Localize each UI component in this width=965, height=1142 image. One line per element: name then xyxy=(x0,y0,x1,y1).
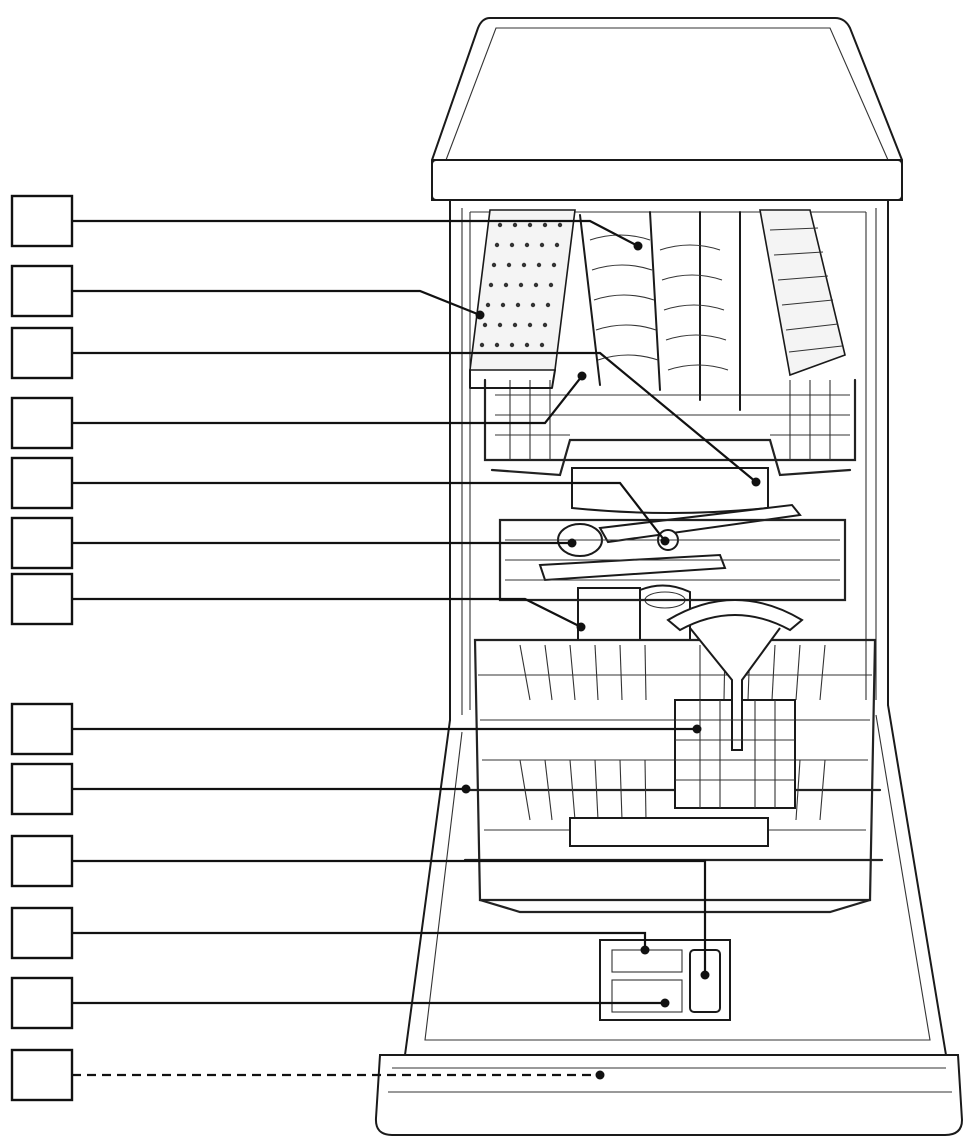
detergent-dispenser xyxy=(599,939,731,1021)
leader-line-2 xyxy=(72,289,481,317)
callout-box-2 xyxy=(10,264,74,318)
callout-box-6 xyxy=(10,516,74,570)
callout-box-7 xyxy=(10,572,74,626)
cup-shelf xyxy=(759,209,846,377)
leader-line-7 xyxy=(72,597,582,628)
upper-basket xyxy=(483,378,857,477)
leader-dot-8 xyxy=(692,724,702,734)
leader-dot-1 xyxy=(633,241,643,251)
cabinet xyxy=(449,199,889,721)
callout-box-3 xyxy=(10,326,74,380)
lower-basket xyxy=(463,638,884,914)
callout-box-11 xyxy=(10,906,74,960)
leader-dot-11 xyxy=(640,945,650,955)
leader-dot-10 xyxy=(700,970,710,980)
callout-box-12 xyxy=(10,976,74,1030)
leader-dot-12 xyxy=(660,998,670,1008)
leader-line-5 xyxy=(72,481,666,542)
leader-dot-6 xyxy=(567,538,577,548)
spray-arm-lower xyxy=(569,817,769,847)
leader-lines xyxy=(72,219,757,1077)
callout-box-1 xyxy=(10,194,74,248)
middle-rack xyxy=(498,518,847,602)
door xyxy=(374,704,964,1136)
upper-rack-tines xyxy=(579,211,741,411)
callout-box-8 xyxy=(10,702,74,756)
callout-box-4 xyxy=(10,396,74,450)
leader-dot-5 xyxy=(660,536,670,546)
leader-line-11 xyxy=(72,931,647,950)
leader-line-3 xyxy=(72,351,757,483)
leader-dot-2 xyxy=(475,310,485,320)
callout-box-5 xyxy=(10,456,74,510)
upper-spray-arm-housing xyxy=(571,467,769,514)
leader-line-10 xyxy=(72,859,707,975)
leader-dot-4 xyxy=(577,371,587,381)
leader-line-1 xyxy=(72,219,639,247)
leader-dot-3 xyxy=(751,477,761,487)
dishwasher-illustration xyxy=(374,17,964,1136)
worktop xyxy=(431,17,903,201)
leader-dot-9 xyxy=(461,784,471,794)
callout-box-13 xyxy=(10,1048,74,1102)
cutlery-tray xyxy=(469,209,576,389)
callout-boxes xyxy=(10,194,74,1102)
leader-dots xyxy=(461,241,761,1080)
cutlery-basket xyxy=(666,599,804,809)
callout-box-9 xyxy=(10,762,74,816)
leader-line-4 xyxy=(72,375,583,425)
leader-dot-13 xyxy=(595,1070,605,1080)
leader-dot-7 xyxy=(576,622,586,632)
callout-box-10 xyxy=(10,834,74,888)
